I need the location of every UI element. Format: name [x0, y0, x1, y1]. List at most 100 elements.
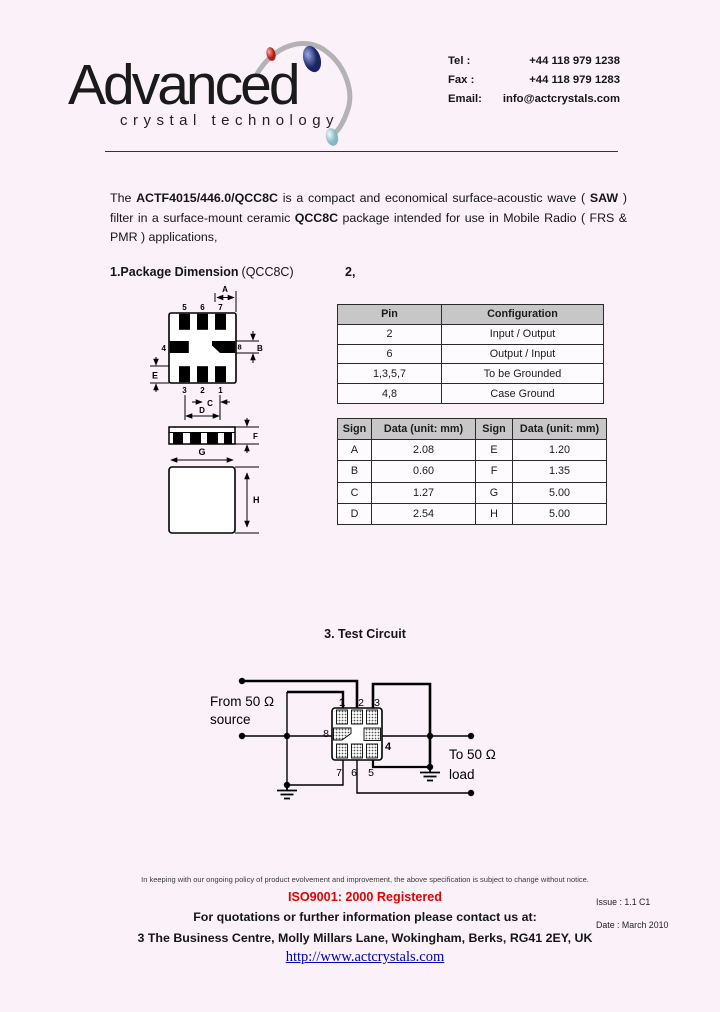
tel-value: +44 118 979 1238 [529, 55, 620, 67]
sign-cell: F [475, 460, 513, 483]
logo-subtitle: crystal technology [120, 112, 340, 129]
data-cell: 5.00 [512, 502, 607, 525]
data-cell: 0.60 [371, 460, 476, 483]
intro-text: The [110, 191, 137, 205]
circuit-pin-label: 5 [368, 767, 374, 779]
sign-cell: G [475, 481, 513, 504]
website-link[interactable]: http://www.actcrystals.com [285, 949, 445, 965]
config-cell: Output / Input [441, 343, 604, 365]
load-label: To 50 Ω [449, 747, 496, 762]
terminal-dot [238, 677, 246, 685]
quotation-line: For quotations or further information pl… [193, 910, 537, 924]
package-bottom-view: H [168, 466, 260, 534]
pin-cell: 1,3,5,7 [337, 363, 442, 385]
dim-label-c: C [207, 399, 213, 408]
terminal-dot [238, 732, 246, 740]
wire-pin5-to-ground [371, 760, 430, 769]
dim-label-f: F [253, 432, 258, 441]
fax-label: Fax : [448, 74, 475, 86]
data-cell: 2.54 [371, 502, 476, 525]
dimension-data-table: Sign Data (unit: mm) Sign Data (unit: mm… [337, 417, 607, 525]
data-header: Data (unit: mm) [371, 417, 476, 441]
dut-package-symbol [331, 707, 383, 761]
sign-cell: A [337, 439, 372, 462]
fax-value: +44 118 979 1283 [529, 74, 620, 86]
saw-abbrev: SAW [589, 191, 619, 205]
pin-header: Pin [337, 304, 442, 325]
teal-orb [325, 128, 339, 146]
junction-dot [283, 732, 291, 740]
email-value: info@actcrystals.com [502, 93, 620, 105]
intro-text: package intended for use in Mobile Radio… [110, 210, 627, 245]
red-orb [266, 47, 276, 61]
config-cell: Input / Output [441, 323, 604, 345]
issue-date-block: Issue : 1.1 C1 Date : March 2010 [596, 897, 668, 943]
table-row: B 0.60 F 1.35 [337, 460, 607, 483]
table-header-row: Pin Configuration [337, 304, 604, 325]
dim-label-e: E [152, 371, 158, 381]
circuit-pin-label: 3 [374, 697, 380, 709]
package-side-view: F G [168, 418, 259, 463]
disclaimer-text: In keeping with our ongoing policy of pr… [141, 875, 589, 884]
website-line: http://www.actcrystals.com [55, 948, 675, 966]
dim-label-h: H [253, 495, 260, 505]
table-row: 6 Output / Input [337, 343, 604, 365]
section-3-heading: 3. Test Circuit [324, 627, 406, 641]
sign-cell: B [337, 460, 372, 483]
load-label: load [449, 767, 475, 782]
circuit-pin-label: 4 [385, 741, 392, 753]
intro-paragraph: The ACTF4015/446.0/QCC8C is a compact an… [110, 189, 627, 248]
pin-label: 4 [162, 344, 167, 353]
pin-label: 1 [218, 386, 223, 395]
terminal-dot [467, 732, 475, 740]
test-circuit-diagram: 1 2 3 8 4 7 6 5 From 50 Ω source To 50 Ω… [210, 677, 496, 800]
contact-fax: Fax : +44 118 979 1283 [448, 74, 620, 86]
tel-label: Tel : [448, 55, 471, 67]
circuit-pin-label: 7 [336, 767, 342, 779]
pin-label: 2 [200, 386, 205, 395]
data-cell: 2.08 [371, 439, 476, 462]
footer: In keeping with our ongoing policy of pr… [55, 875, 675, 966]
wire-pin3-to-ground [371, 682, 432, 767]
section-1-suffix: (QCC8C) [241, 265, 294, 279]
terminal-dot [467, 789, 475, 797]
pin-cell: 4,8 [337, 383, 442, 404]
table-row: 1,3,5,7 To be Grounded [337, 363, 604, 385]
junction-dot [426, 732, 434, 740]
table-row: 2 Input / Output [337, 323, 604, 345]
data-cell: 1.35 [512, 460, 607, 483]
dim-label-a: A [222, 285, 228, 294]
section-2-heading: 2, [345, 265, 356, 279]
pin-label: 3 [182, 386, 187, 395]
data-cell: 1.27 [371, 481, 476, 504]
iso-registration: ISO9001: 2000 Registered [287, 890, 442, 904]
pin-label: 6 [200, 303, 205, 312]
header-divider [105, 151, 618, 152]
dim-label-d: D [199, 406, 205, 415]
dim-label-b: B [257, 344, 263, 353]
data-cell: 5.00 [512, 481, 607, 504]
sign-header: Sign [475, 417, 513, 441]
config-cell: Case Ground [441, 383, 604, 404]
pin-label: 8 [238, 343, 242, 352]
contact-tel: Tel : +44 118 979 1238 [448, 55, 620, 67]
pin-configuration-table: Pin Configuration 2 Input / Output 6 Out… [337, 304, 604, 404]
wire-pin6-out [356, 760, 471, 794]
circuit-pin-label: 1 [339, 697, 345, 709]
wire-to-pin1 [287, 690, 345, 708]
logo-swoosh-graphic [254, 41, 353, 146]
table-row: D 2.54 H 5.00 [337, 502, 607, 525]
section-1-heading: 1.Package Dimension(QCC8C) [110, 265, 294, 279]
logo-title: Advanced [68, 53, 301, 117]
circuit-pin-label: 6 [351, 767, 357, 779]
package-top-view: 5 6 7 3 2 1 4 8 A B E [150, 285, 263, 420]
sign-cell: E [475, 439, 513, 462]
contact-email: Email: info@actcrystals.com [448, 93, 620, 105]
source-label: source [210, 712, 251, 727]
pin-cell: 6 [337, 343, 442, 365]
intro-text: ) filter in a surface-mount ceramic [110, 191, 627, 225]
package-code: QCC8C [294, 210, 339, 225]
pin-label: 5 [182, 303, 187, 312]
section-1-title: 1.Package Dimension [110, 265, 239, 279]
pin-label: 7 [218, 303, 223, 312]
